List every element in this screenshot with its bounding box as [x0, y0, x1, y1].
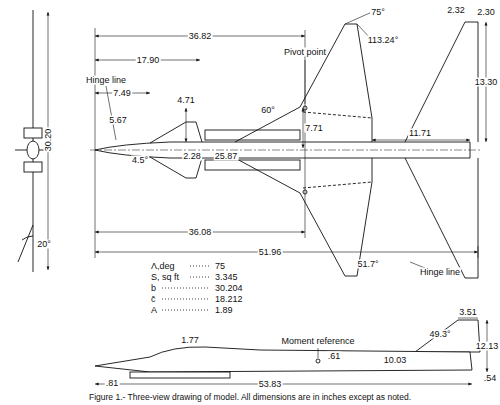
dimension-label: 1.89	[214, 306, 234, 315]
dimension-label: 25.87	[214, 152, 239, 161]
dimension-label: 53.83	[258, 380, 283, 389]
side-inlet	[130, 372, 230, 378]
chord-line	[458, 318, 478, 319]
dimension-line	[372, 140, 470, 141]
dimensions	[95, 12, 486, 268]
dimension-label: 30.204	[214, 284, 244, 293]
leader-line	[305, 60, 306, 104]
dimension-label: 2.30	[476, 8, 496, 17]
extension-line	[305, 30, 306, 238]
dimension-label: 51.96	[258, 248, 283, 257]
table-leader	[162, 288, 210, 289]
dimension-label: Moment reference	[280, 337, 355, 346]
extension-line	[478, 246, 479, 258]
dimension-label: 60°	[260, 106, 276, 115]
front-fuselage	[27, 141, 39, 159]
dimension-line	[95, 252, 478, 253]
dimension-label: 2.32	[446, 6, 466, 15]
dimension-label: Λ,deg	[150, 262, 176, 271]
side-view	[95, 318, 487, 384]
leader-line	[318, 348, 319, 358]
dimension-label: 17.90	[136, 56, 161, 65]
dimension-label: 20°	[36, 240, 52, 249]
dimension-label: .81	[105, 379, 120, 388]
dimension-label: 75	[214, 262, 226, 271]
dimension-label: 10.03	[383, 356, 408, 365]
dimension-label: Hinge line	[419, 268, 461, 277]
dimension-label: 13.30	[474, 78, 499, 87]
dimension-label: 18.212	[214, 295, 244, 304]
plan-half-mirror	[95, 150, 478, 278]
dimension-label: 5.67	[108, 116, 128, 125]
wing	[235, 24, 372, 142]
dimension-label: S, sq ft	[150, 273, 180, 282]
dimension-label: 3.51	[458, 308, 478, 317]
table-leader	[162, 310, 210, 311]
dimension-label: Hinge line	[85, 76, 127, 85]
tail	[405, 22, 478, 142]
centerline	[90, 150, 482, 151]
dimension-label: 30.20	[44, 128, 53, 153]
dimension-label: 11.71	[408, 129, 432, 138]
table-leader	[190, 277, 210, 278]
dimension-line	[186, 108, 187, 142]
dimension-label: 12.13	[475, 342, 500, 351]
dimension-label: .61	[327, 352, 342, 361]
front-inlet	[24, 128, 42, 138]
vertical-fin	[415, 320, 480, 352]
plan-view	[90, 12, 486, 278]
dimension-label: 4.71	[176, 96, 196, 105]
dimension-label: 36.08	[188, 228, 213, 237]
dimension-label: A	[150, 306, 158, 315]
extension-line	[95, 28, 96, 258]
table-leader	[190, 266, 210, 267]
dimension-label: 7.71	[304, 124, 324, 133]
dimension-label: 2.28	[182, 152, 202, 161]
hinge-leader	[106, 86, 425, 268]
dimension-label: 36.82	[188, 32, 213, 41]
moment-reference-point	[316, 359, 320, 363]
dimension-label: 113.24°	[367, 36, 399, 45]
dimension-label: b	[150, 284, 157, 293]
dimension-label: c̄	[150, 295, 157, 304]
fuselage-outline	[95, 142, 470, 150]
dimension-label: 75°	[370, 8, 386, 17]
hinge-line	[303, 112, 372, 118]
dimension-label: 1.77	[180, 336, 200, 345]
dimension-label: .54	[483, 374, 498, 383]
figure-caption: Figure 1.- Three-view drawing of model. …	[0, 393, 500, 402]
side-dimensions	[95, 318, 487, 384]
side-fuselage	[95, 347, 472, 372]
dimension-line	[95, 384, 472, 385]
dimension-label: 4.5°	[131, 156, 149, 165]
canard	[150, 122, 202, 143]
dimension-label: 51.7°	[356, 260, 379, 269]
plan-half	[95, 22, 478, 150]
table-leader	[162, 299, 210, 300]
dimension-label: 3.345	[214, 273, 239, 282]
dimension-label: 7.49	[112, 89, 132, 98]
dimension-label: 49.3°	[428, 330, 451, 339]
anhedral-angle	[18, 225, 33, 262]
inlet	[205, 130, 300, 140]
front-inlet	[24, 162, 42, 172]
dimension-label: Pivot point	[283, 48, 327, 57]
